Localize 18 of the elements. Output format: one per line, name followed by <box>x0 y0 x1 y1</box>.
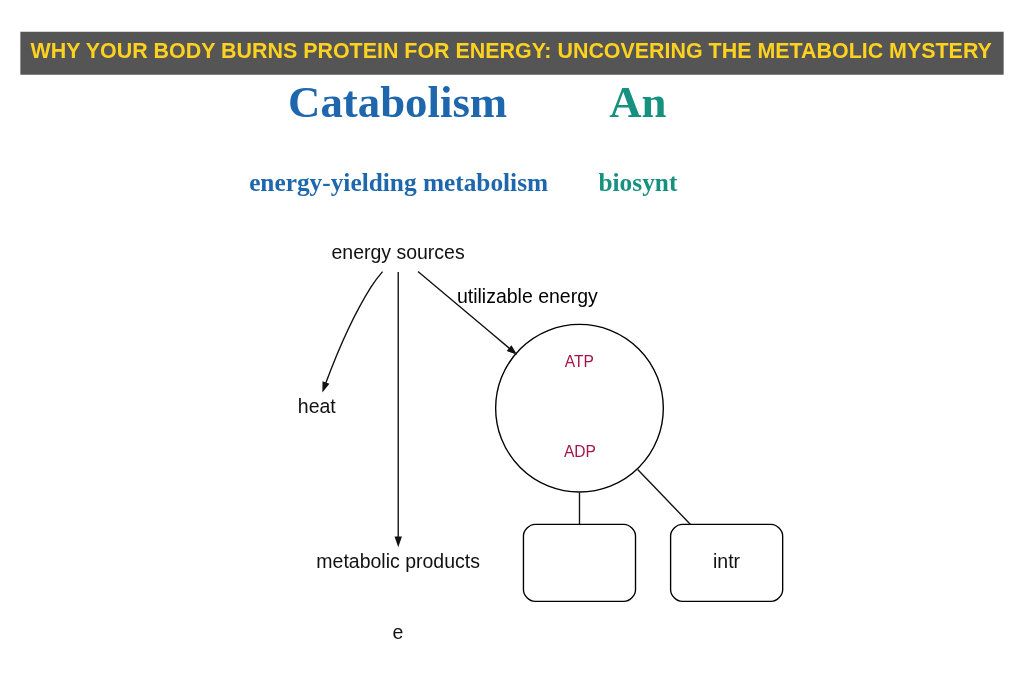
connector <box>636 468 692 526</box>
node-text: heat <box>297 395 336 418</box>
label: biosynt <box>598 168 678 197</box>
label: An <box>609 77 667 128</box>
edge-label: utilizable energy <box>456 284 598 307</box>
diagram-title: WHY YOUR BODY BURNS PROTEIN FOR ENERGY: UNCOVERING THE METABOLIC MYSTERY <box>30 38 992 63</box>
node-box: intr <box>669 523 784 603</box>
connector <box>578 492 581 525</box>
node-text: energy sources <box>331 240 465 263</box>
arrow <box>322 270 384 393</box>
label: e <box>392 621 404 644</box>
node-circle: ATP ADP <box>494 323 664 493</box>
arrow <box>417 270 518 355</box>
node-box <box>522 523 637 603</box>
label: energy-yielding metabolism <box>249 168 549 197</box>
arrow <box>394 271 402 548</box>
node-text: metabolic products <box>316 549 480 572</box>
label: Catabolism <box>288 77 508 128</box>
